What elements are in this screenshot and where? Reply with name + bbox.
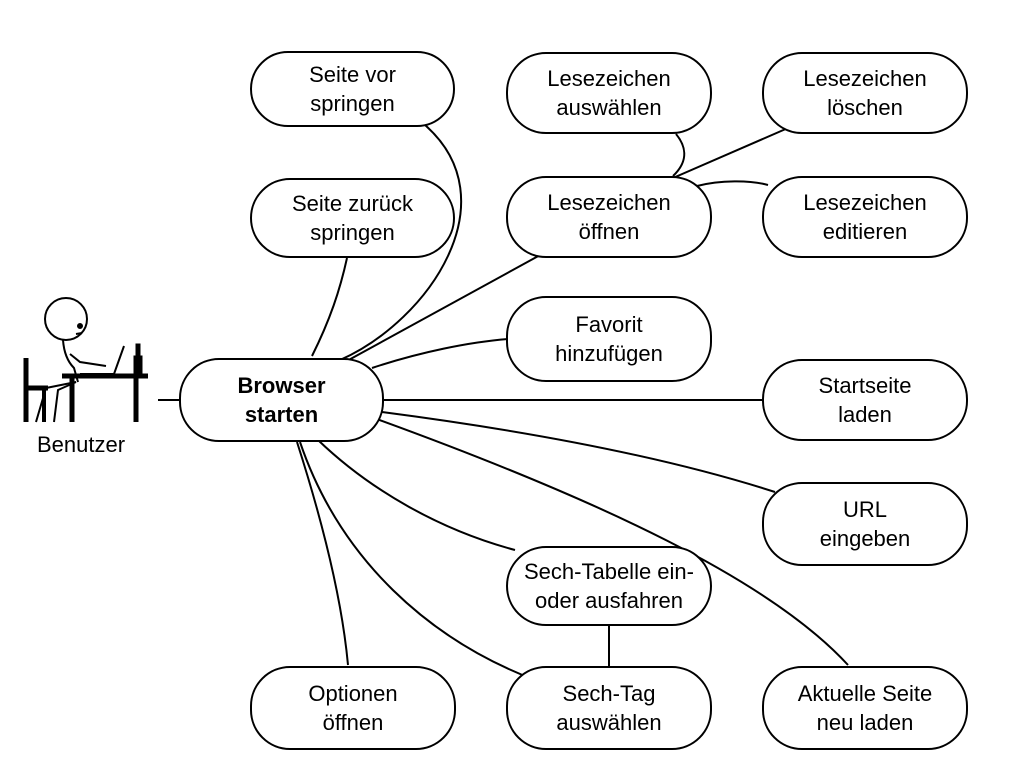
use-case-startseite-laden: Startseite laden bbox=[762, 359, 968, 441]
use-case-lesezeichen-editieren: Lesezeichen editieren bbox=[762, 176, 968, 258]
connector-ls-editieren bbox=[696, 180, 769, 187]
connector-sech-tag bbox=[299, 441, 536, 681]
use-case-favorit-hinzufuegen: Favorit hinzufügen bbox=[506, 296, 712, 382]
use-case-url-eingeben: URL eingeben bbox=[762, 482, 968, 566]
connector-seite-zurueck bbox=[311, 257, 348, 357]
use-case-lesezeichen-auswaehlen: Lesezeichen auswählen bbox=[506, 52, 712, 134]
use-case-browser-starten: Browser starten bbox=[179, 358, 384, 442]
use-case-optionen-oeffnen: Optionen öffnen bbox=[250, 666, 456, 750]
person-at-desk-icon bbox=[23, 297, 148, 423]
connector-ls-auswaehlen bbox=[672, 133, 686, 177]
use-case-lesezeichen-loeschen: Lesezeichen löschen bbox=[762, 52, 968, 134]
connector-ls-loeschen bbox=[672, 127, 789, 179]
connector-lesezeichen-oeffnen bbox=[344, 253, 543, 363]
actor-label: Benutzer bbox=[37, 432, 126, 457]
use-case-aktuelle-seite-neu-laden: Aktuelle Seite neu laden bbox=[762, 666, 968, 750]
use-case-seite-vor-springen: Seite vor springen bbox=[250, 51, 455, 127]
connector-url bbox=[381, 411, 776, 493]
use-case-sech-tabelle: Sech-Tabelle ein- oder ausfahren bbox=[506, 546, 712, 626]
connector-optionen bbox=[296, 441, 349, 666]
use-case-seite-zurueck-springen: Seite zurück springen bbox=[250, 178, 455, 258]
connector-seite-vor bbox=[339, 124, 463, 361]
connector-favorit bbox=[371, 338, 509, 369]
actor-benutzer bbox=[18, 296, 156, 426]
connector-aktuelle-seite bbox=[373, 417, 849, 666]
use-case-lesezeichen-oeffnen: Lesezeichen öffnen bbox=[506, 176, 712, 258]
connector-sech-tabelle bbox=[317, 439, 516, 551]
use-case-sech-tag-auswaehlen: Sech-Tag auswählen bbox=[506, 666, 712, 750]
